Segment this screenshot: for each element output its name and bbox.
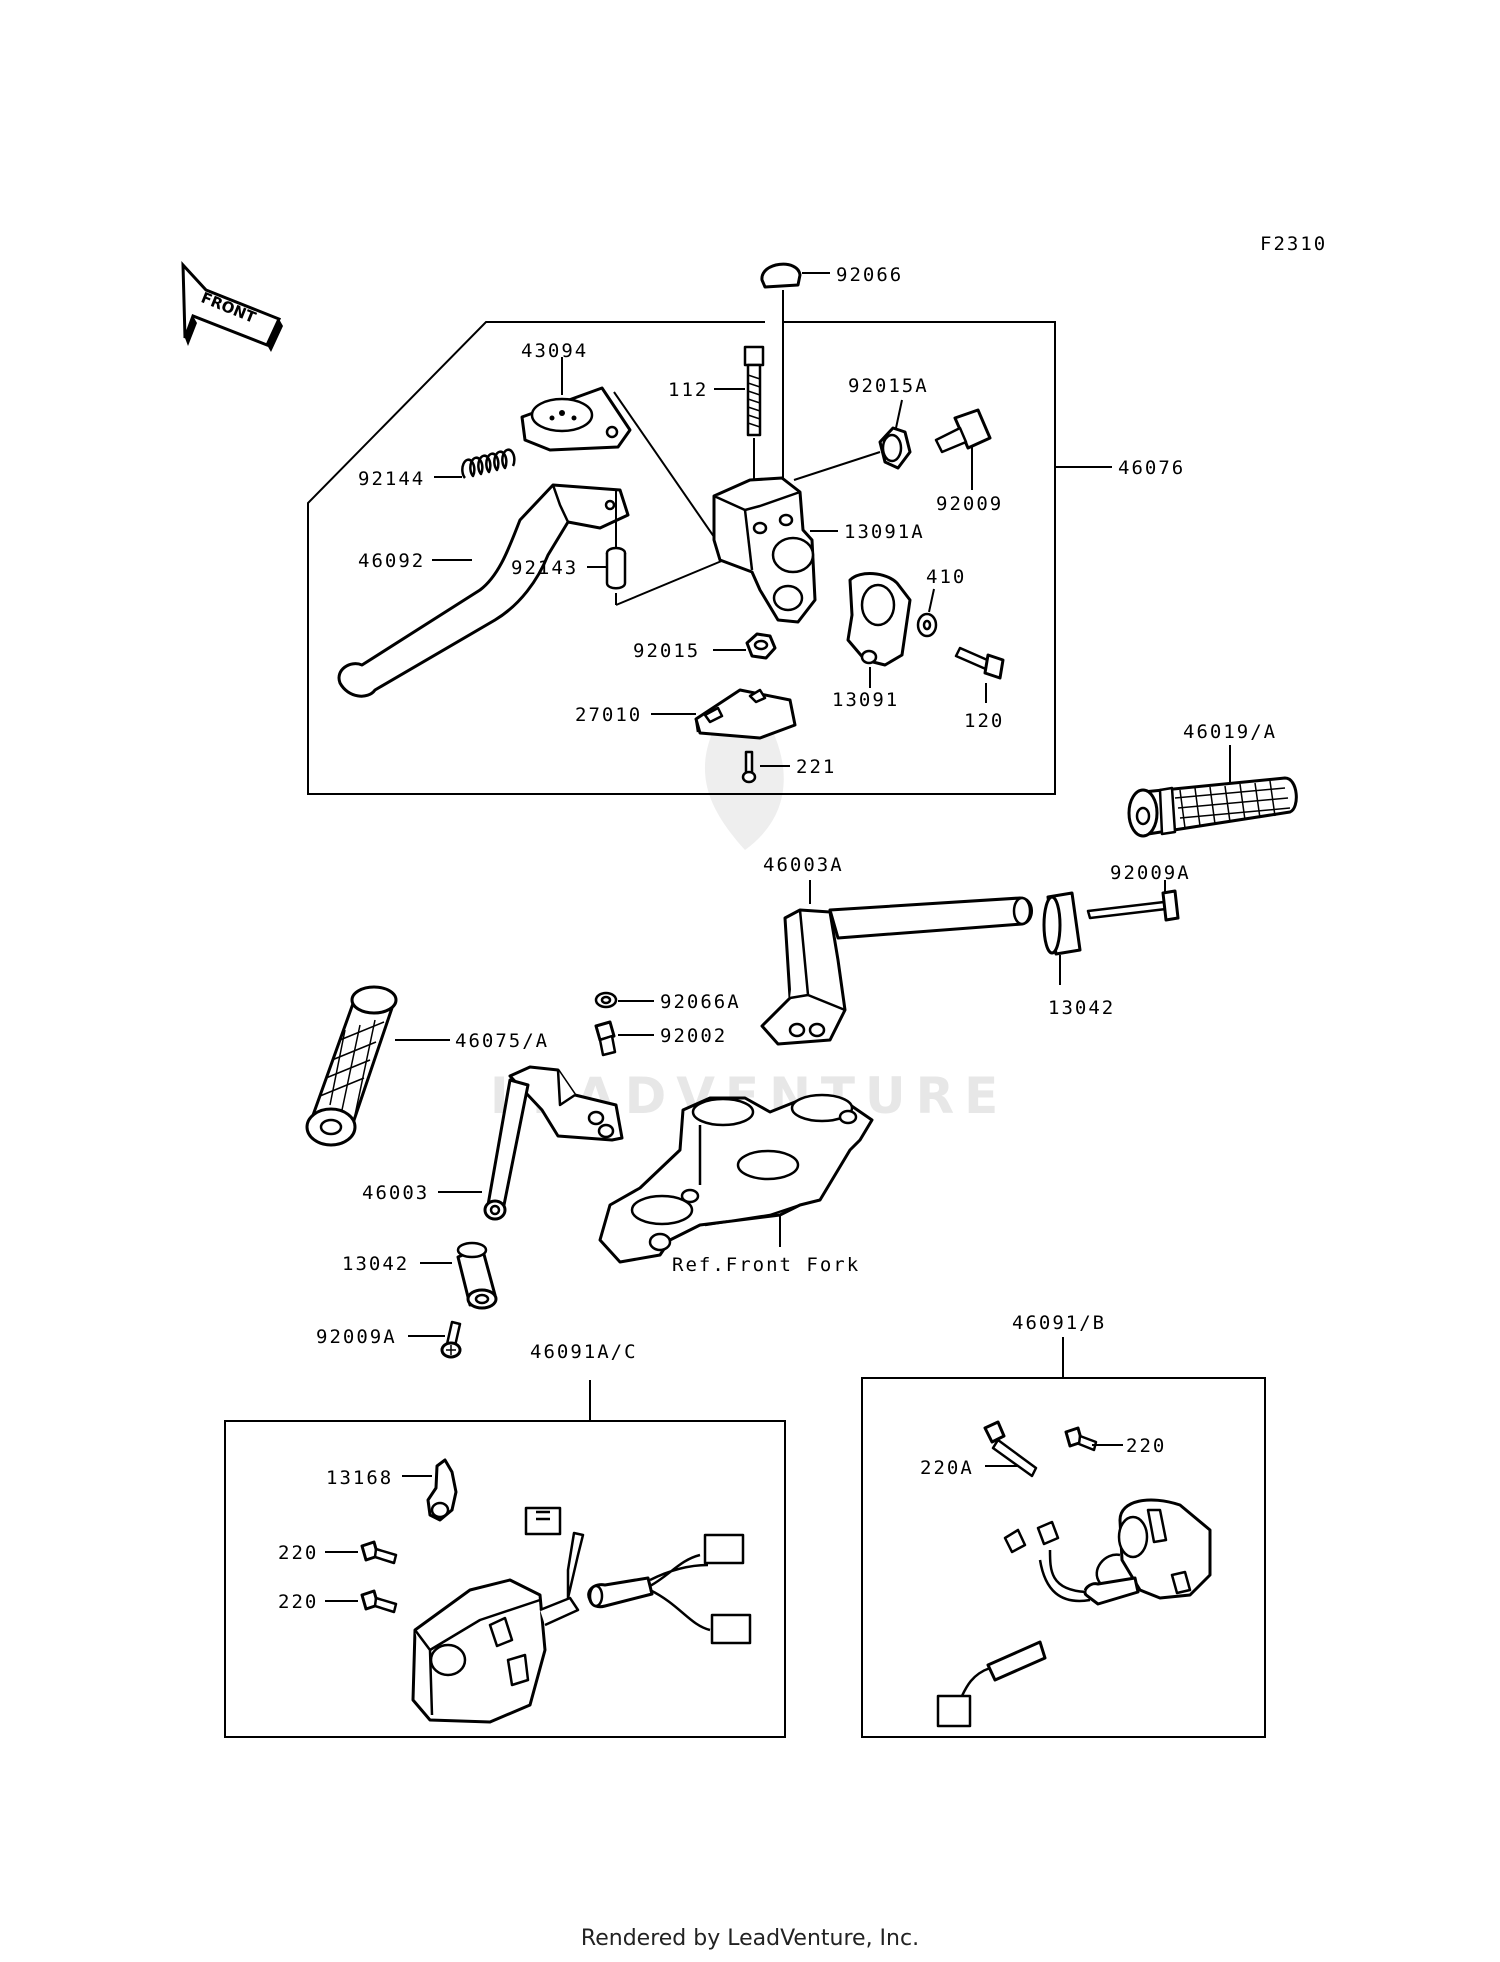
label-27010: 27010 [575,704,642,726]
part-right-switch-housing [936,1498,1212,1728]
label-220-c: 220 [1126,1435,1166,1457]
part-112-bolt [714,345,765,512]
part-left-switch-housing [411,1506,752,1724]
part-92009A-screw-left [408,1320,462,1359]
front-arrow-icon: FRONT [181,261,283,352]
part-13091-clamp [846,572,912,688]
part-92009-screw [934,408,992,490]
part-220A-bolt [983,1420,1038,1478]
part-120-bolt [954,646,1005,703]
label-46075A: 46075/A [455,1030,549,1052]
label-92009A-right: 92009A [1110,862,1191,884]
label-13042-right: 13042 [1048,997,1115,1019]
part-92002-bolt [594,1020,654,1057]
part-46003A-handlebar [760,880,1033,1046]
label-92009A-left: 92009A [316,1326,397,1348]
part-92066-cap [760,262,830,495]
assembly-box-46076 [307,321,1056,795]
part-220-screw-a [325,1540,398,1565]
label-92002: 92002 [660,1025,727,1047]
label-92144: 92144 [358,468,425,490]
label-112: 112 [668,379,708,401]
part-92144-spring [434,448,516,479]
part-46019A-grip [1127,745,1298,838]
part-front-fork-bracket [598,1093,874,1264]
label-92066A: 92066A [660,991,741,1013]
part-46092-lever [337,483,630,698]
label-220-a: 220 [278,1542,318,1564]
label-220-b: 220 [278,1591,318,1613]
label-13042-left: 13042 [342,1253,409,1275]
part-220-screw-b [325,1589,398,1614]
label-92009: 92009 [936,493,1003,515]
label-92066: 92066 [836,264,903,286]
label-13168: 13168 [326,1467,393,1489]
label-43094: 43094 [521,340,588,362]
part-92143-collar [587,490,737,606]
label-220A: 220A [920,1457,974,1479]
label-46019A: 46019/A [1183,721,1277,743]
footer-credit: Rendered by LeadVenture, Inc. [580,1926,920,1951]
part-92066A-washer [594,991,654,1009]
part-220-screw-c [1064,1426,1123,1452]
label-13091A: 13091A [844,521,925,543]
label-92015A: 92015A [848,375,929,397]
part-43094-adjuster [520,357,731,561]
figure-code: F2310 [1260,233,1327,255]
part-221-screw [741,750,790,784]
label-221: 221 [796,756,836,778]
label-46003A: 46003A [763,854,844,876]
label-120: 120 [964,710,1004,732]
part-13168-bracket [402,1458,458,1522]
part-13042-weight-left [420,1241,498,1310]
part-92015A-nut [793,399,912,481]
label-46092: 46092 [358,550,425,572]
label-46091AC: 46091A/C [530,1341,638,1363]
label-46076: 46076 [1118,457,1185,479]
part-92015-nut [713,632,777,660]
label-46091B: 46091/B [1012,1312,1106,1334]
label-92015: 92015 [633,640,700,662]
label-13091: 13091 [832,689,899,711]
part-46003-handlebar [438,1065,624,1221]
part-27010-switch [651,688,797,740]
part-46075A-grip [305,985,450,1147]
label-ref-front-fork: Ref.Front Fork [672,1254,860,1276]
part-92009A-screw-right [1086,880,1180,922]
label-410: 410 [926,566,966,588]
part-410-washer [916,588,938,638]
label-46003: 46003 [362,1182,429,1204]
part-13091A-holder [712,476,838,624]
assembly-box-46091AC [224,1420,786,1738]
label-92143: 92143 [511,557,578,579]
part-13042-weight-right [1042,891,1082,985]
